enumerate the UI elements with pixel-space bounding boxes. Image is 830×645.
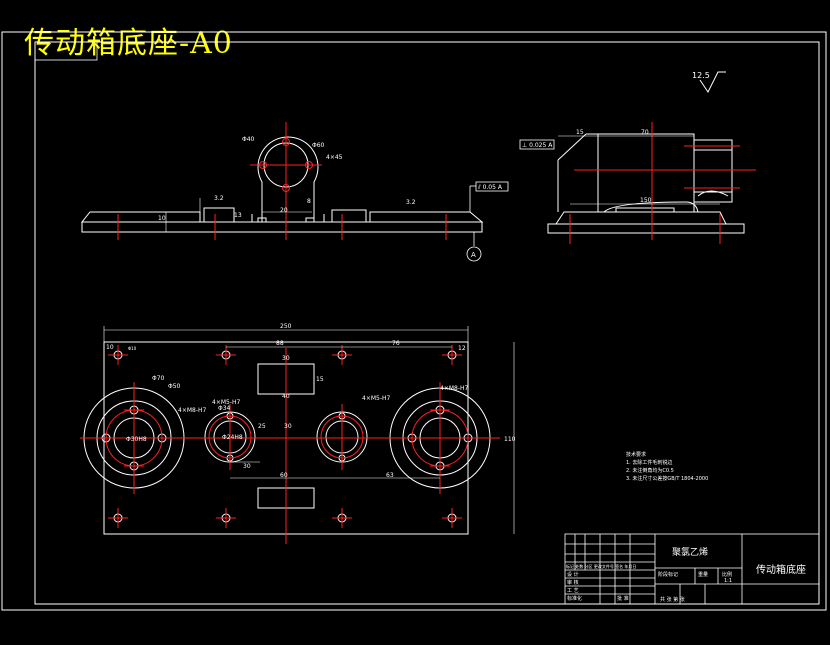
plan-dim-phi30h8: Φ30H8 [126,436,147,443]
roughness-value: 12.5 [692,71,710,80]
notes-heading: 技术要求 [626,451,646,458]
side-view [547,133,745,234]
title-row-3: 审 核 [567,579,579,586]
dim-phi40: Φ40 [242,136,255,143]
technical-notes: 技术要求 1. 去除工件毛刺锐边 2. 未注倒角均为C0.5 3. 未注尺寸公差… [626,451,708,482]
stage-label: 阶段标记 [658,571,678,578]
side-dim-150: 150 [640,197,652,204]
plan-dim-25: 25 [258,423,266,430]
front-view-holes [117,122,447,240]
plan-dim-phi10: Φ10 [128,346,137,351]
plan-dim-10: 10 [106,344,114,351]
plan-dim-30c: 30 [243,463,251,470]
dim-8: 8 [307,198,311,205]
plan-dim-4xm5: 4×M5-H7 [212,399,241,406]
surface-symbol-2: 3.2 [406,199,416,206]
front-view-dims: Φ40 Φ60 4×45 13 20 8 10 3.2 3.2 ⫽ 0.05 A… [158,136,509,262]
scale-value: 1:1 [724,578,732,584]
outer-border [1,31,827,611]
plan-dim-4xm8-right: 4×M8-H7 [440,385,469,392]
part-name: 传动箱底座 [756,563,806,576]
plan-dim-76: 76 [392,340,400,347]
plan-dim-30b: 30 [284,423,292,430]
flatness-frame: ⫽ 0.05 A [477,184,503,191]
plan-dim-110: 110 [504,436,516,443]
title-row-4: 工 艺 [567,588,579,594]
notes-line2: 2. 未注倒角均为C0.5 [626,467,674,474]
plan-view-red [80,345,500,544]
plan-dim-88: 88 [276,340,284,347]
plan-dim-12: 12 [458,345,466,352]
notes-line3: 3. 未注尺寸公差按GB/T 1804-2000 [626,475,708,482]
side-dim-15: 15 [576,129,584,136]
sheets-label: 共 张 第 张 [660,596,685,603]
corner-box [34,41,98,61]
notes-line1: 1. 去除工件毛刺锐边 [626,459,672,466]
side-view-dims: ⊥ 0.025 A 15 70 150 [519,129,720,205]
plan-dim-63: 63 [386,472,394,479]
plan-dim-phi70: Φ70 [152,375,165,382]
weight-label: 重量 [698,571,708,578]
plan-view-dims: 250 10 Φ10 88 76 12 30 15 40 Φ70 Φ50 4×M… [103,323,516,534]
title-row-5: 标准化 [567,595,582,602]
plan-dim-250: 250 [280,323,292,330]
side-view-center-lines [569,122,756,244]
surface-symbol-1: 3.2 [214,195,224,202]
plan-dim-phi24h8: Φ24H8 [222,434,243,441]
dim-4x45: 4×45 [326,154,343,161]
title-row-2: 设 计 [567,571,579,578]
plan-dim-phi50: Φ50 [168,383,181,390]
dim-13: 13 [234,212,242,219]
plan-dim-4xm5-b: 4×M5-H7 [362,395,391,402]
perpendicularity-frame: ⊥ 0.025 A [522,142,553,149]
datum-a: A [471,251,476,259]
roughness-symbol: 12.5 [692,71,726,93]
title-block-text: 聚氯乙烯 传动箱底座 标记 处数 分区 更改文件号 签名 年月日 设 计 审 核… [566,546,806,603]
plan-dim-40: 40 [282,393,290,400]
material-name: 聚氯乙烯 [672,546,708,558]
plan-dim-60: 60 [280,472,288,479]
title-block [564,533,820,605]
plan-dim-30a: 30 [282,355,290,362]
side-dim-70: 70 [641,129,649,136]
title-row-6: 批 准 [617,595,629,602]
title-row-1: 标记 处数 分区 更改文件号 签名 年月日 [566,563,636,569]
ratio-label: 比例 [722,571,732,578]
plan-dim-15: 15 [316,376,324,383]
front-view [80,136,484,233]
dim-20: 20 [280,207,288,214]
plan-dim-phi34: Φ34 [218,405,231,412]
plan-dim-4xm8-left: 4×M8-H7 [178,407,207,414]
dim-10: 10 [158,215,166,222]
inner-border [34,41,820,605]
dim-phi60: Φ60 [312,142,325,149]
